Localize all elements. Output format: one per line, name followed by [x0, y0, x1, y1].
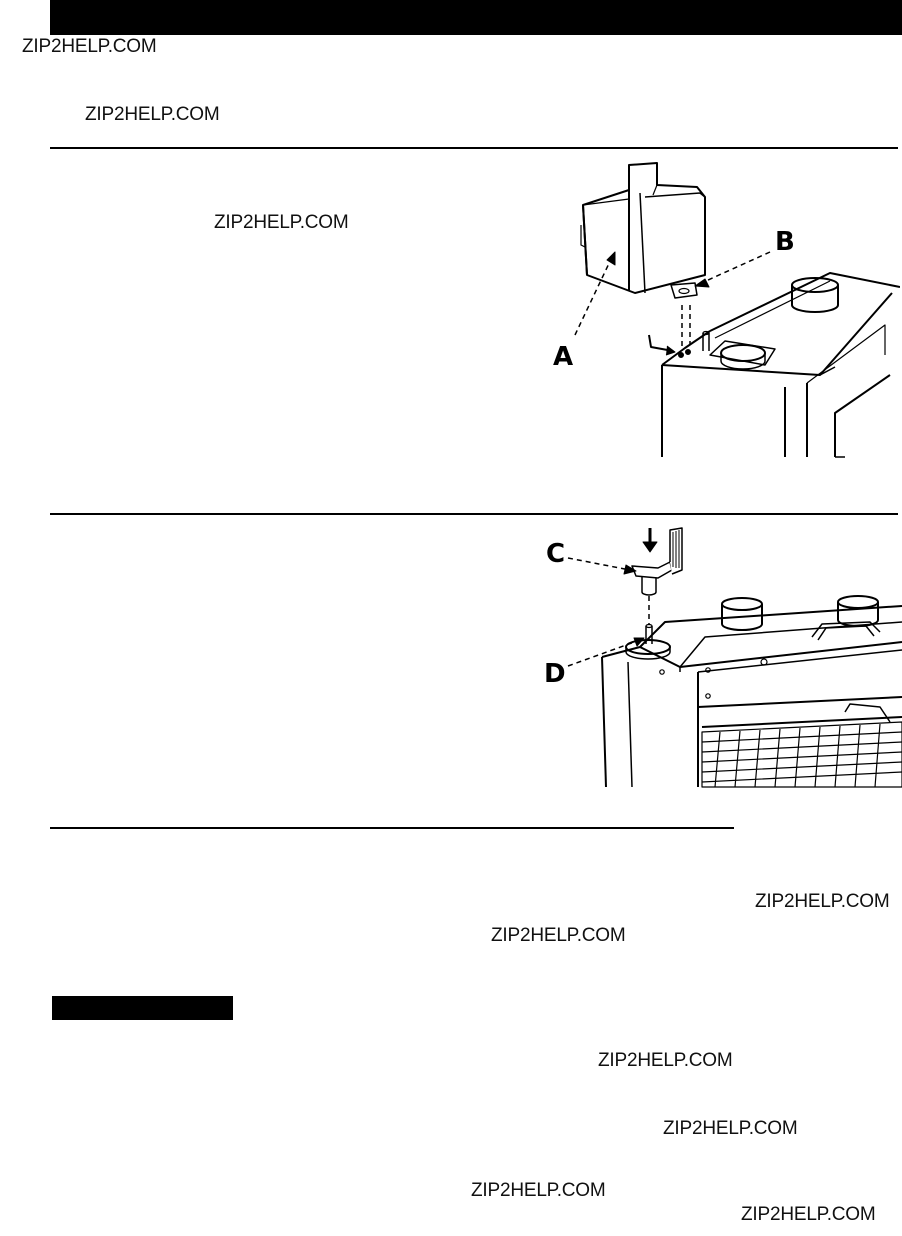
watermark-text: ZIP2HELP.COM [741, 1204, 876, 1225]
watermark-text: ZIP2HELP.COM [471, 1180, 606, 1201]
watermark-text: ZIP2HELP.COM [491, 925, 626, 946]
callout-d-label: D [544, 659, 566, 689]
callout-b-label: B [775, 227, 795, 257]
section-divider [50, 827, 734, 829]
watermark-text: ZIP2HELP.COM [598, 1050, 733, 1071]
section-divider [50, 147, 898, 149]
watermark-text: ZIP2HELP.COM [85, 104, 220, 125]
section-label-box [52, 996, 233, 1020]
callout-c-label: C [546, 539, 565, 569]
watermark-text: ZIP2HELP.COM [755, 891, 890, 912]
callout-a-label: A [553, 342, 573, 372]
assembly-figure-2: C D [544, 527, 902, 788]
section-divider [50, 513, 898, 515]
header-bar [50, 0, 902, 35]
watermark-text: ZIP2HELP.COM [214, 212, 349, 233]
watermark-text: ZIP2HELP.COM [663, 1118, 798, 1139]
assembly-figure-1: A B [553, 162, 900, 458]
watermark-text: ZIP2HELP.COM [22, 36, 157, 57]
